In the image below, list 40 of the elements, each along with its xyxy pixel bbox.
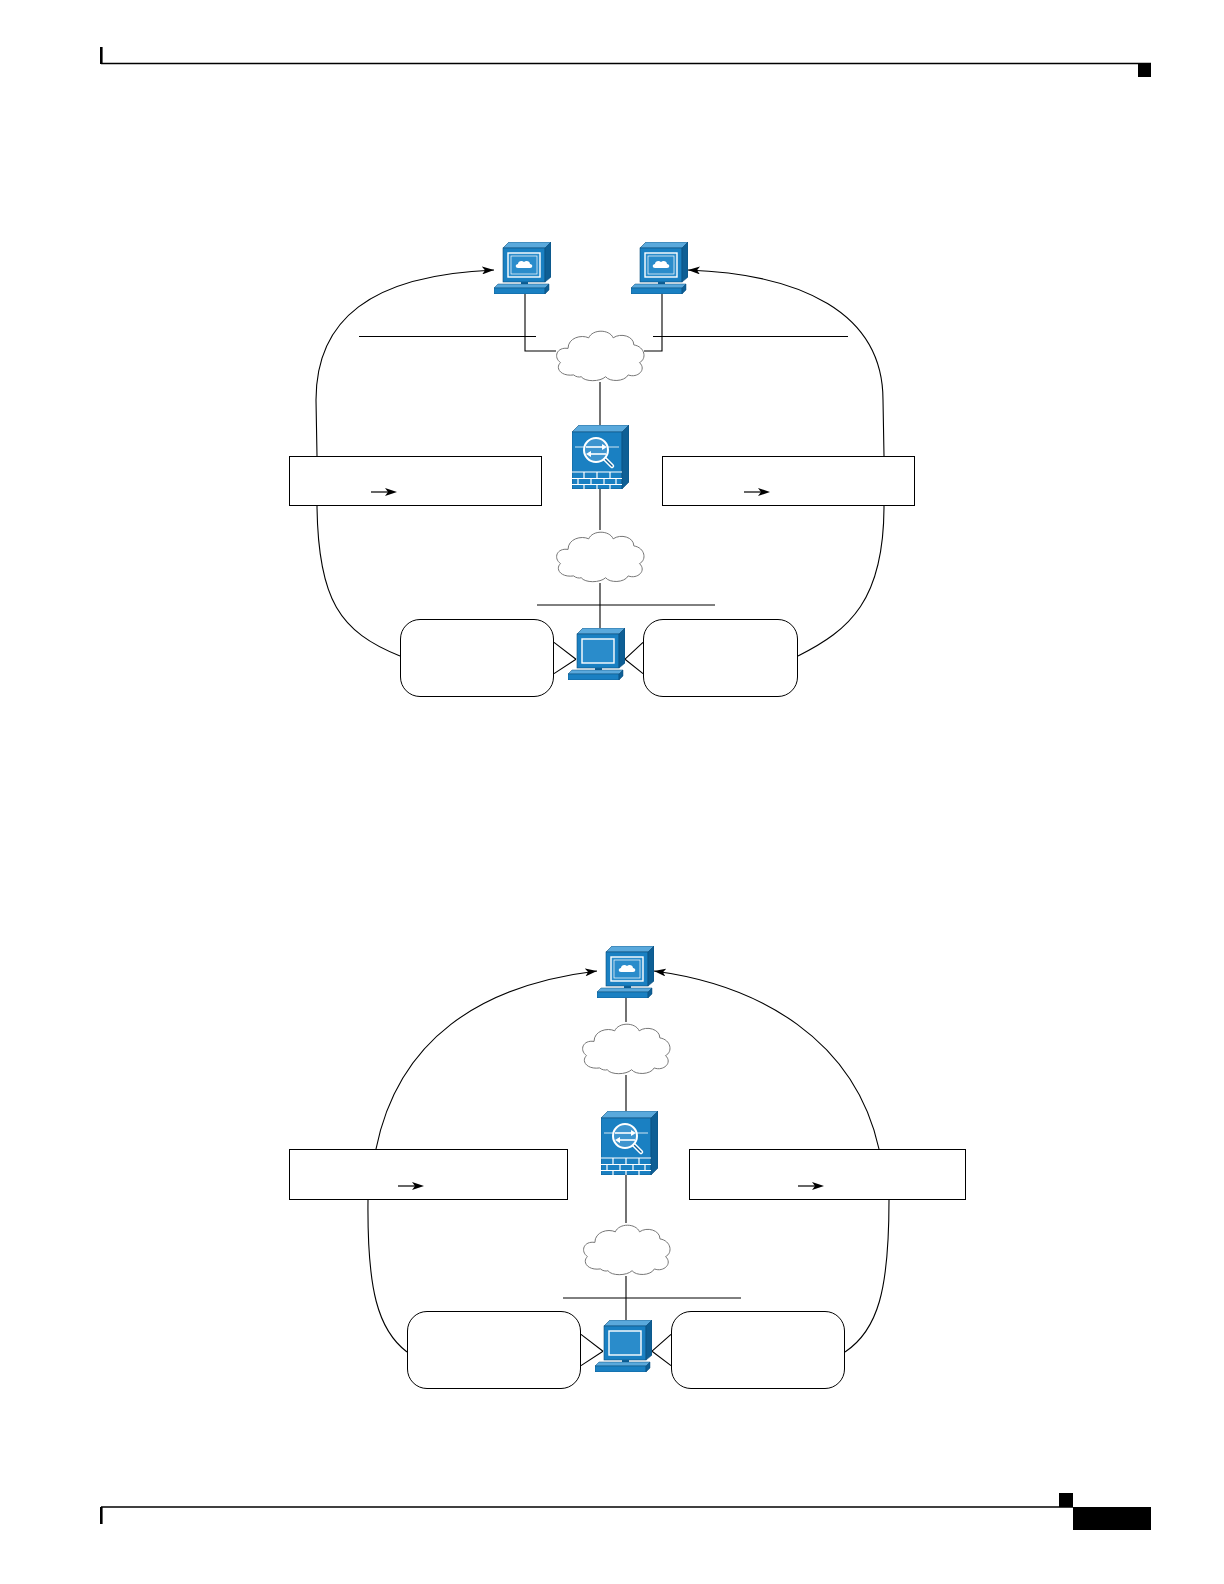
cloud-icon [553,530,647,583]
computer-icon [597,946,654,998]
connector-line [599,582,601,629]
firewall-icon [572,425,629,489]
callout-bubble [671,1311,845,1389]
connector-line [643,293,663,352]
connector-line [625,997,627,1023]
cloud-icon [580,1223,673,1276]
connector-line [599,381,601,426]
arrow [653,969,880,1150]
connector-line [844,1199,890,1353]
callout-pointer [580,1333,604,1367]
computer-icon [568,628,625,680]
connector-line [625,1275,627,1321]
arrow [315,266,495,457]
label-box [662,456,915,506]
computer-icon [631,242,688,294]
callout-pointer [651,1333,672,1367]
callout-bubble [400,619,554,697]
arrow [375,968,598,1150]
cloud-icon [553,329,647,382]
computer-icon [494,242,551,294]
computer-icon [595,1320,652,1372]
connector-line [316,505,401,657]
label-box [289,1149,568,1200]
label-box [689,1149,966,1200]
connector-line [625,1174,627,1224]
callout-pointer [624,641,644,675]
connector-line [625,1074,627,1112]
callout-bubble [407,1311,581,1389]
cloud-icon [579,1022,673,1075]
label-box [289,456,542,506]
connector-line [524,293,557,352]
connector-line [367,1199,408,1353]
connector-line [797,505,885,657]
arrow [687,266,885,457]
callout-bubble [643,619,798,697]
firewall-icon [601,1111,658,1175]
callout-pointer [553,641,577,675]
connector-line [599,488,601,531]
